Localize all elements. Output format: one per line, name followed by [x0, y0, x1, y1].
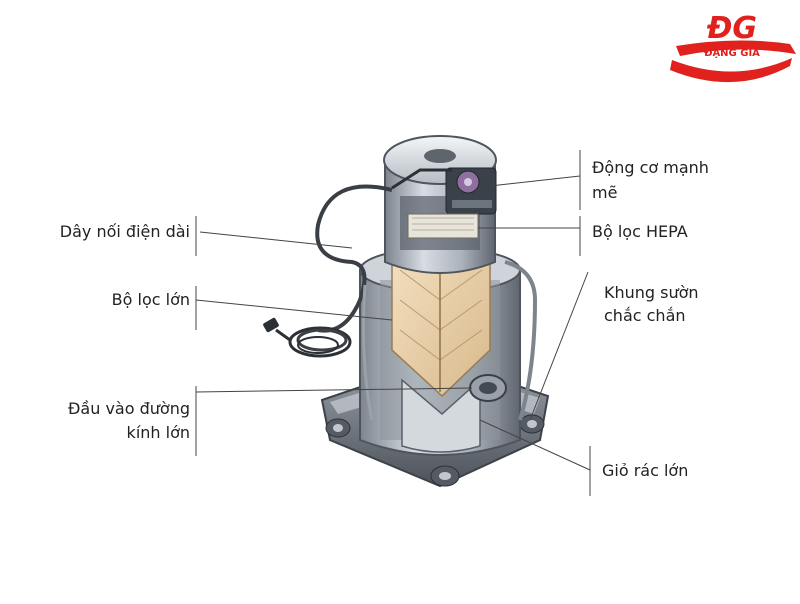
leader-big-filter — [195, 299, 393, 321]
logo-swoosh-bottom — [670, 58, 792, 83]
leader-motor — [489, 175, 581, 187]
power-cord — [263, 184, 538, 421]
motor-head — [383, 135, 497, 274]
logo-name: ĐẶNG GIA — [704, 45, 760, 59]
label-power-cord: Dây nối điện dài — [59, 222, 190, 241]
tank-body — [359, 247, 521, 456]
label-inlet-line2: kính lớn — [126, 423, 190, 442]
label-inlet-line1: Đầu vào đường — [68, 399, 190, 418]
label-basket: Giỏ rác lớn — [602, 461, 689, 480]
hepa-filter — [407, 213, 479, 239]
leader-inlet — [195, 387, 473, 393]
leader-lines — [195, 150, 591, 496]
power-cord-coil — [288, 326, 352, 358]
garbage-basket — [401, 378, 481, 453]
brand-logo: ĐG ĐẶNG GIA — [670, 11, 796, 83]
label-frame-line1: Khung sườn — [604, 283, 699, 302]
motor — [445, 167, 497, 215]
caster-wheel-icon — [430, 465, 460, 487]
label-frame-line2: chắc chắn — [604, 306, 686, 325]
logo-swoosh-top — [676, 40, 796, 56]
leader-basket — [479, 419, 591, 471]
leader-frame — [529, 271, 589, 421]
label-hepa: Bộ lọc HEPA — [592, 222, 688, 241]
inlet-port — [469, 374, 507, 402]
caster-wheel-icon — [325, 418, 351, 438]
label-motor-line2: mẽ — [592, 183, 618, 202]
label-motor-line1: Động cơ mạnh — [592, 158, 709, 177]
power-plug-icon — [263, 317, 291, 342]
label-big-filter: Bộ lọc lớn — [111, 290, 190, 309]
leader-power-cord — [199, 231, 353, 249]
logo-mark: ĐG — [706, 11, 757, 46]
caster-wheel-icon — [519, 414, 545, 434]
